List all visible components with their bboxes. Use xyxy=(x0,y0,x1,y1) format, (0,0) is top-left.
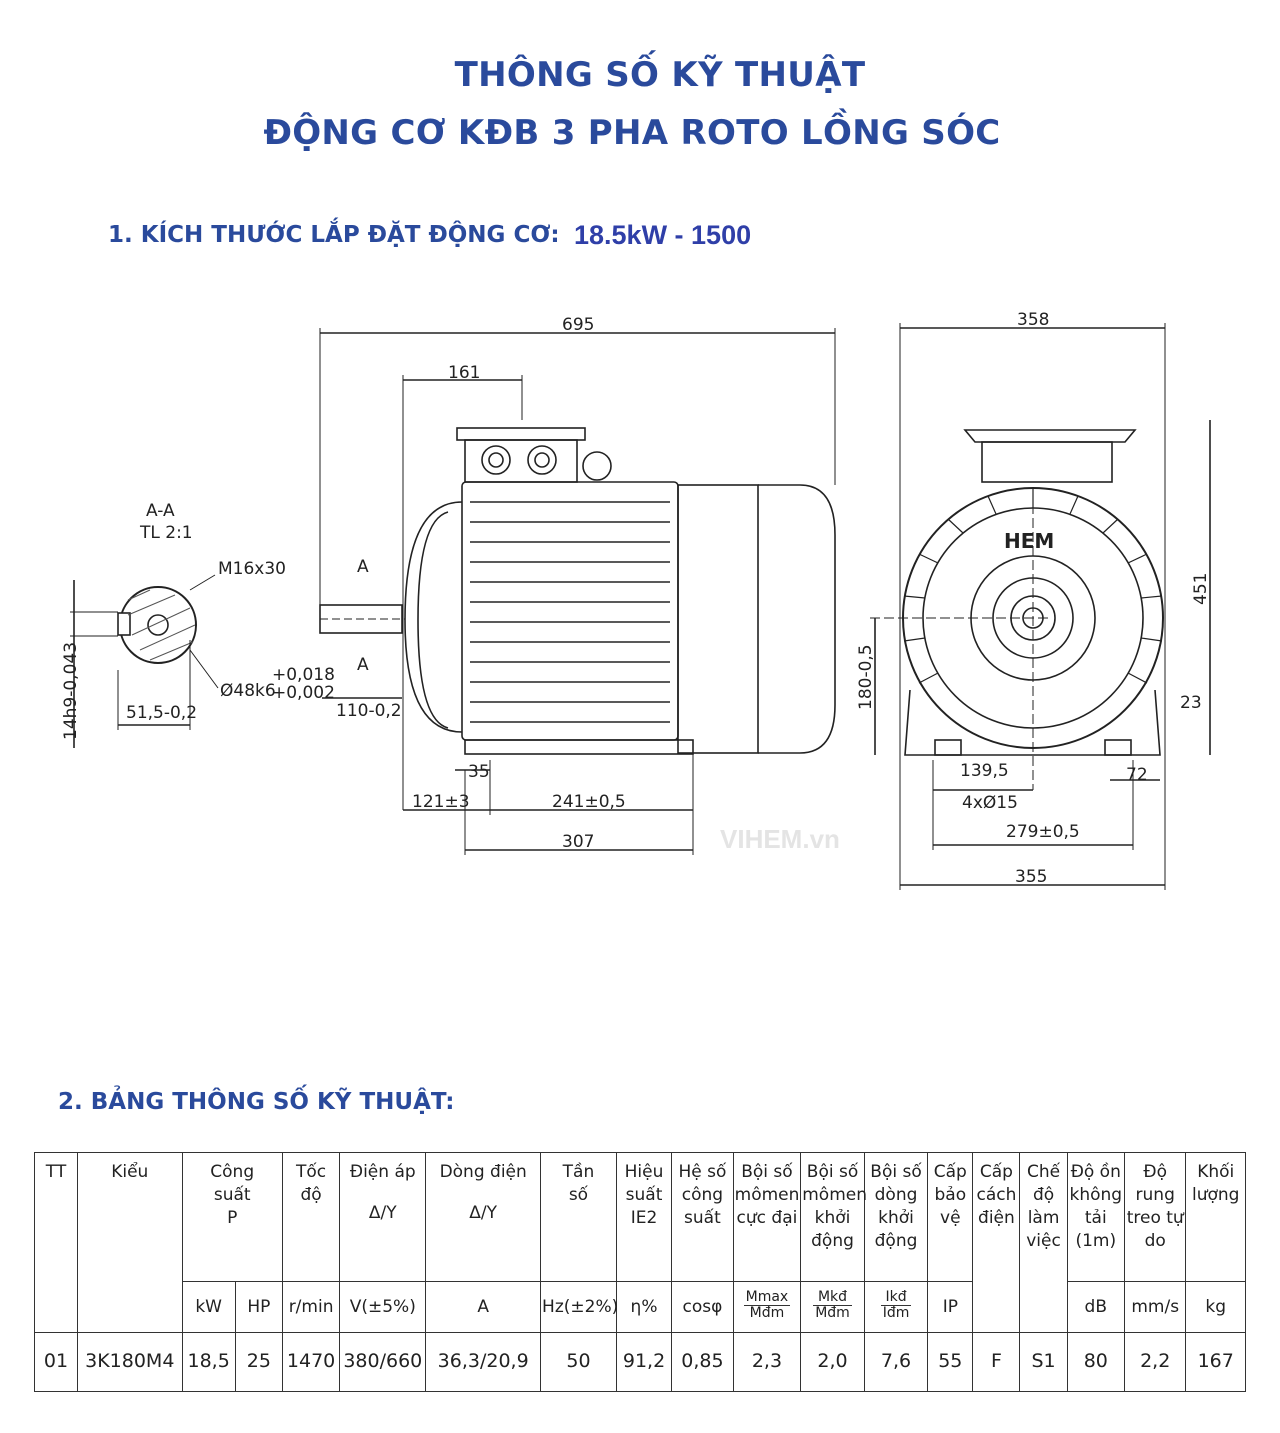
unit-rmin: r/min xyxy=(281,1281,341,1333)
shaft-tol-upper: +0,018 xyxy=(272,665,335,685)
page-title-line2: ĐỘNG CƠ KĐB 3 PHA ROTO LỒNG SÓC xyxy=(263,113,1001,153)
section1-heading: 1. KÍCH THƯỚC LẮP ĐẶT ĐỘNG CƠ: xyxy=(108,222,560,248)
shaft-length-dim: 110-0,2 xyxy=(336,701,402,721)
width-top-dim: 358 xyxy=(1017,310,1049,330)
shaft-tol-lower: +0,002 xyxy=(272,683,335,703)
height-total-dim: 451 xyxy=(1191,573,1211,605)
page-title-line1: THÔNG SỐ KỸ THUẬT xyxy=(454,55,866,95)
base-width-dim: 355 xyxy=(1015,867,1047,887)
front-to-foot-dim: 121±3 xyxy=(412,792,470,812)
cut-mark-top: A xyxy=(357,557,369,577)
unit-mms: mm/s xyxy=(1123,1281,1187,1333)
unit-kg: kg xyxy=(1185,1281,1246,1333)
table-row: 01 3K180M4 18,5 25 1470 380/660 36,3/20,… xyxy=(33,1332,1246,1392)
col-header-dong-khoi-dong: Bội số dòng khởi động xyxy=(863,1152,929,1282)
unit-efficiency: η% xyxy=(615,1281,673,1333)
cut-mark-bottom: A xyxy=(357,655,369,675)
col-header-cap-bao-ve: Cấp bảo vệ xyxy=(927,1152,974,1282)
unit-hp: HP xyxy=(234,1281,283,1333)
col-header-kieu: Kiểu xyxy=(77,1152,183,1333)
motor-dimension-drawing: A-A TL 2:1 M16x30 Ø48k6 +0,018 +0,002 14… xyxy=(61,310,1211,890)
col-header-cap-cach-dien: Cấp cách điện xyxy=(972,1152,1021,1333)
scale-label: TL 2:1 xyxy=(139,523,193,543)
motor-side-view xyxy=(319,328,836,855)
center-height-dim: 180-0,5 xyxy=(856,644,876,710)
motor-front-view xyxy=(870,323,1211,890)
spec-table: TT Kiểu Công suất P Tốc độ Điện áp Δ/Y D… xyxy=(33,1152,1246,1392)
key-height-dim: 14h9-0,043 xyxy=(61,642,81,740)
col-header-tt: TT xyxy=(33,1152,79,1333)
key-depth-dim: 51,5-0,2 xyxy=(126,703,197,723)
unit-kw: kW xyxy=(181,1281,236,1333)
shaft-section-view xyxy=(70,574,219,748)
col-header-khoi-luong: Khối lượng xyxy=(1185,1152,1246,1282)
section2-heading: 2. BẢNG THÔNG SỐ KỸ THUẬT: xyxy=(58,1089,455,1115)
foot-spacing-dim: 241±0,5 xyxy=(552,792,626,812)
col-header-he-so-cong-suat: Hệ số công suất xyxy=(671,1152,734,1282)
col-header-dien-ap: Điện áp Δ/Y xyxy=(339,1152,427,1282)
unit-cos: cosφ xyxy=(671,1281,734,1333)
unit-voltage: V(±5%) xyxy=(339,1281,427,1333)
foot-width-dim: 72 xyxy=(1126,765,1148,785)
half-width-dim: 139,5 xyxy=(960,761,1009,781)
foot-holes-dim: 4xØ15 xyxy=(962,793,1018,813)
front-view-fins xyxy=(903,488,1163,684)
col-header-che-do-lam-viec: Chế độ làm việc xyxy=(1019,1152,1068,1333)
manufacturer-logo: HEM xyxy=(1004,529,1054,553)
unit-frequency: Hz(±2%) xyxy=(540,1281,618,1333)
unit-current: A xyxy=(425,1281,542,1333)
col-header-dong-dien: Dòng điện Δ/Y xyxy=(425,1152,542,1282)
section1-model-value: 18.5kW - 1500 xyxy=(574,220,752,250)
section-label: A-A xyxy=(146,501,175,521)
terminal-offset-dim: 161 xyxy=(448,363,480,383)
foot-thickness-dim: 23 xyxy=(1180,693,1202,713)
foot-hole-spacing-dim: 279±0,5 xyxy=(1006,822,1080,842)
col-header-do-on: Độ ồn không tải (1m) xyxy=(1066,1152,1125,1282)
col-header-do-rung: Độ rung treo tự do xyxy=(1123,1152,1187,1282)
overall-length-dim: 695 xyxy=(562,315,594,335)
col-header-cong-suat: Công suất P xyxy=(181,1152,283,1282)
thread-dim: M16x30 xyxy=(218,559,286,579)
shaft-diameter-dim: Ø48k6 xyxy=(220,681,276,701)
foot-distance-dim: 35 xyxy=(468,762,490,782)
col-header-tan-so: Tần số xyxy=(540,1152,617,1282)
col-header-momen-khoi-dong: Bội số mômen khởi động xyxy=(800,1152,867,1282)
watermark: VIHEM.vn xyxy=(720,824,840,854)
col-header-hieu-suat: Hiệu suất IE2 xyxy=(615,1152,673,1282)
foot-length-dim: 307 xyxy=(562,832,594,852)
col-header-toc-do: Tốc độ xyxy=(281,1152,341,1282)
col-header-momen-cuc-dai: Bội số mômen cực đại xyxy=(732,1152,802,1282)
unit-ip: IP xyxy=(927,1281,974,1333)
unit-db: dB xyxy=(1066,1281,1125,1333)
